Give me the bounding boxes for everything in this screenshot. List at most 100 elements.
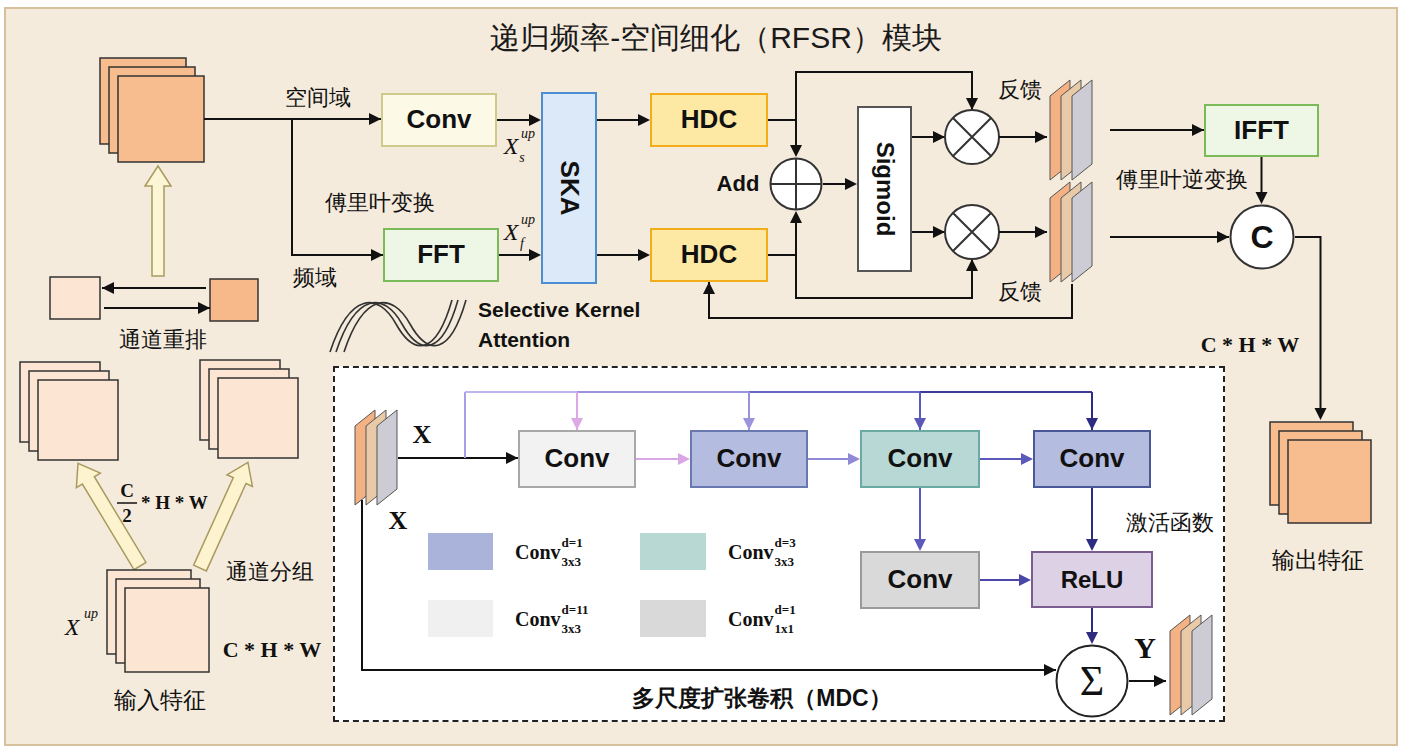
legend-swatch <box>640 600 706 637</box>
arrowhead <box>1086 632 1098 644</box>
text-label: X <box>65 614 80 642</box>
text-label: 傅里叶逆变换 <box>1116 167 1248 192</box>
text-label: 通道分组 <box>226 559 314 584</box>
feature-slab <box>1072 80 1092 180</box>
text-label: 1x1 <box>775 621 795 636</box>
connector <box>1091 608 1093 634</box>
text-label: X <box>413 420 432 450</box>
wire <box>398 457 518 459</box>
text-label: 傅里叶变换 <box>325 190 435 215</box>
bus-wire <box>919 392 921 430</box>
legend-text: Conv <box>515 540 561 563</box>
connector <box>980 579 1021 581</box>
connector <box>808 458 850 460</box>
multiply-symbol <box>945 205 999 259</box>
fft-box: FFT <box>383 228 499 282</box>
text-label: X <box>504 133 519 161</box>
text-label: d=3 <box>775 536 796 551</box>
arrowhead <box>638 114 650 126</box>
text-label: C <box>120 480 134 502</box>
hollow-arrow-shape <box>66 456 152 573</box>
text-label: 反馈 <box>998 77 1042 102</box>
arrowhead <box>1021 453 1033 465</box>
feature-map-stack <box>105 568 215 674</box>
ska-box: SKA <box>541 92 597 284</box>
connector <box>636 458 680 460</box>
text-label: 空间域 <box>285 85 351 110</box>
wire <box>999 231 1047 233</box>
connector <box>823 183 847 185</box>
legend-swatch <box>428 533 493 570</box>
feature-slab <box>1072 182 1092 282</box>
connector <box>597 254 640 256</box>
circle-outline <box>1231 206 1294 269</box>
text-label: Y <box>1134 631 1156 666</box>
text-label: 3x3 <box>562 621 582 636</box>
node-text: 输入特征 <box>114 687 206 713</box>
conv-box: Conv <box>690 430 808 488</box>
text-label: 频域 <box>293 265 337 290</box>
multiply-symbol <box>953 213 991 251</box>
arrowhead <box>1256 192 1268 204</box>
circle-outline <box>771 159 822 210</box>
node-text: Conv <box>888 565 953 595</box>
arrowhead <box>1315 408 1327 420</box>
feature-map-stack <box>1268 420 1373 528</box>
text-label: d=1 <box>562 536 583 551</box>
hollow-arrow <box>187 457 260 574</box>
bus-wire <box>1091 392 1093 430</box>
node-text: IFFT <box>1234 116 1289 146</box>
text-label: 2 <box>122 505 132 527</box>
wire <box>912 136 945 138</box>
feature-map-stack: 输入特征 <box>105 568 215 674</box>
wave-icon <box>330 300 452 352</box>
text-label: d=1 <box>775 603 796 618</box>
fraction-bar <box>117 502 137 504</box>
feature-map <box>1288 440 1371 523</box>
connector <box>497 119 531 121</box>
text-label: up <box>521 212 535 228</box>
relu-box: ReLU <box>1031 551 1153 608</box>
hollow-arrow <box>145 166 171 276</box>
connector <box>768 221 796 255</box>
node-text: FFT <box>417 240 465 270</box>
legend-swatch <box>428 600 493 637</box>
circle-outline <box>769 157 823 211</box>
arrowhead <box>845 178 857 190</box>
concat-circle: C <box>1229 204 1295 270</box>
text-label: X <box>389 506 408 536</box>
text-label: C * H * W <box>1201 332 1300 357</box>
node-text: Σ <box>1080 657 1104 705</box>
arrowhead <box>790 145 802 157</box>
wave-icon <box>344 300 466 352</box>
feature-map <box>38 380 118 460</box>
connector <box>1295 237 1321 410</box>
bus-wire <box>465 391 577 393</box>
node-text: 输出特征 <box>1272 547 1364 573</box>
channel-square <box>50 277 100 319</box>
conv-box: Conv <box>1033 430 1151 488</box>
wire <box>292 119 383 255</box>
conv-box: Conv <box>860 551 980 609</box>
connector <box>1091 488 1093 541</box>
sigmoid-box: Sigmoid <box>857 106 912 272</box>
hdc-box: HDC <box>650 228 768 282</box>
node-text: Conv <box>545 444 610 474</box>
legend-swatch <box>640 533 706 570</box>
connector <box>919 488 921 541</box>
text-label: 3x3 <box>775 554 795 569</box>
hollow-arrow-shape <box>187 457 260 574</box>
wire <box>1110 129 1204 131</box>
arrowhead <box>529 249 541 261</box>
bus-wire <box>748 392 750 430</box>
connector <box>499 254 531 256</box>
text-label: 激活函数 <box>1126 510 1214 535</box>
add-circle: Add <box>769 157 823 211</box>
wire <box>1110 236 1229 238</box>
bus-wire <box>577 391 749 393</box>
connector <box>768 120 796 147</box>
feature-map <box>118 76 204 162</box>
text-label: 3x3 <box>562 554 582 569</box>
